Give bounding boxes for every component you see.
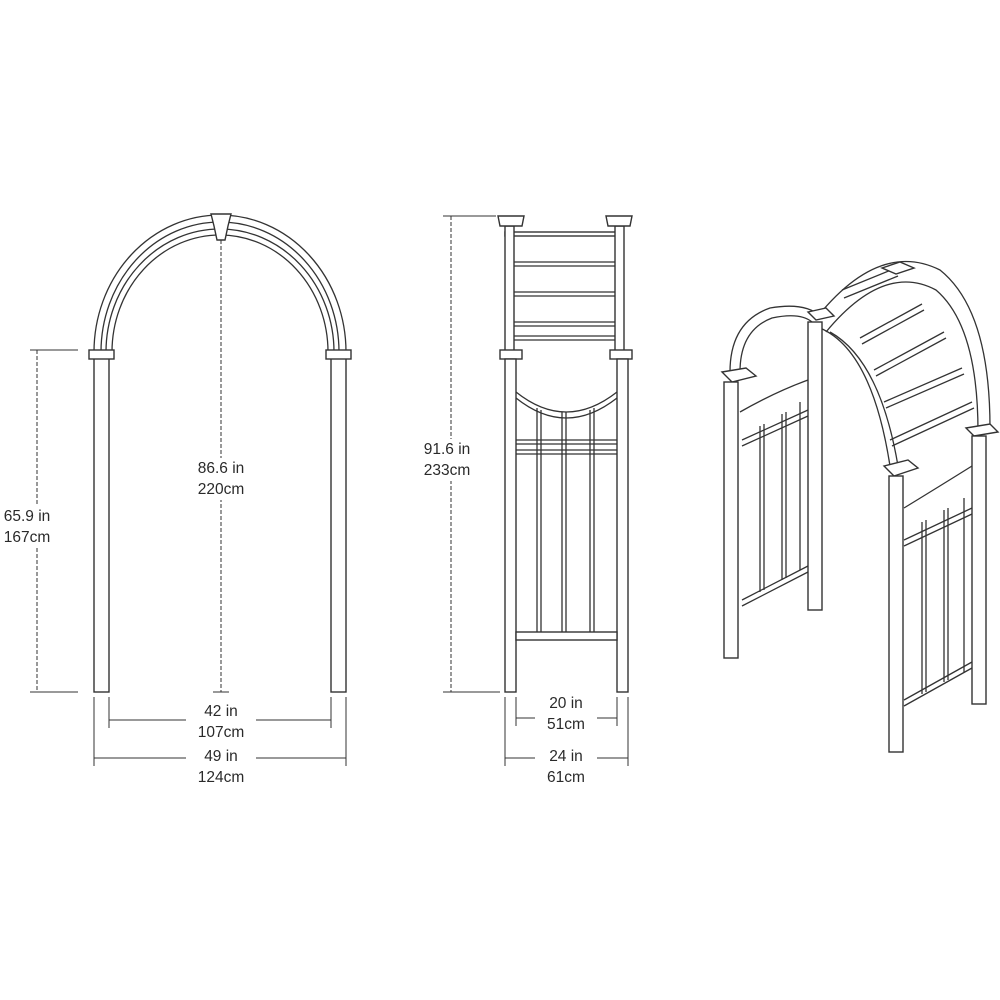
outer-depth-label: 24 in 61cm	[535, 746, 597, 788]
inner-width-metric: 107cm	[197, 724, 245, 741]
outer-depth-metric: 61cm	[547, 769, 585, 786]
arch-height-label: 86.6 in 220cm	[188, 458, 254, 500]
side-view	[443, 215, 633, 766]
post-height-imperial: 65.9 in	[3, 508, 51, 525]
total-height-imperial: 91.6 in	[423, 441, 471, 458]
side-front-post	[504, 358, 517, 693]
arch-height-imperial: 86.6 in	[197, 460, 245, 477]
left-post	[93, 357, 110, 693]
inner-width-imperial: 42 in	[204, 703, 238, 720]
inner-width-label: 42 in 107cm	[186, 701, 256, 743]
keystone	[210, 213, 232, 241]
outer-width-imperial: 49 in	[204, 748, 238, 765]
right-post	[330, 357, 347, 693]
arch-height-metric: 220cm	[197, 481, 245, 498]
inner-depth-imperial: 20 in	[549, 695, 583, 712]
outer-depth-imperial: 24 in	[549, 748, 583, 765]
total-height-label: 91.6 in 233cm	[416, 439, 478, 481]
right-post-cap	[325, 349, 352, 360]
perspective-view	[720, 260, 1000, 753]
side-back-post	[616, 358, 629, 693]
post-height-label: 65.9 in 167cm	[0, 506, 54, 548]
outer-width-label: 49 in 124cm	[186, 746, 256, 788]
front-view	[30, 213, 352, 766]
post-height-metric: 167cm	[3, 529, 51, 546]
total-height-metric: 233cm	[423, 462, 471, 479]
outer-width-metric: 124cm	[197, 769, 245, 786]
left-post-cap	[88, 349, 115, 360]
inner-depth-metric: 51cm	[547, 716, 585, 733]
inner-depth-label: 20 in 51cm	[535, 693, 597, 735]
